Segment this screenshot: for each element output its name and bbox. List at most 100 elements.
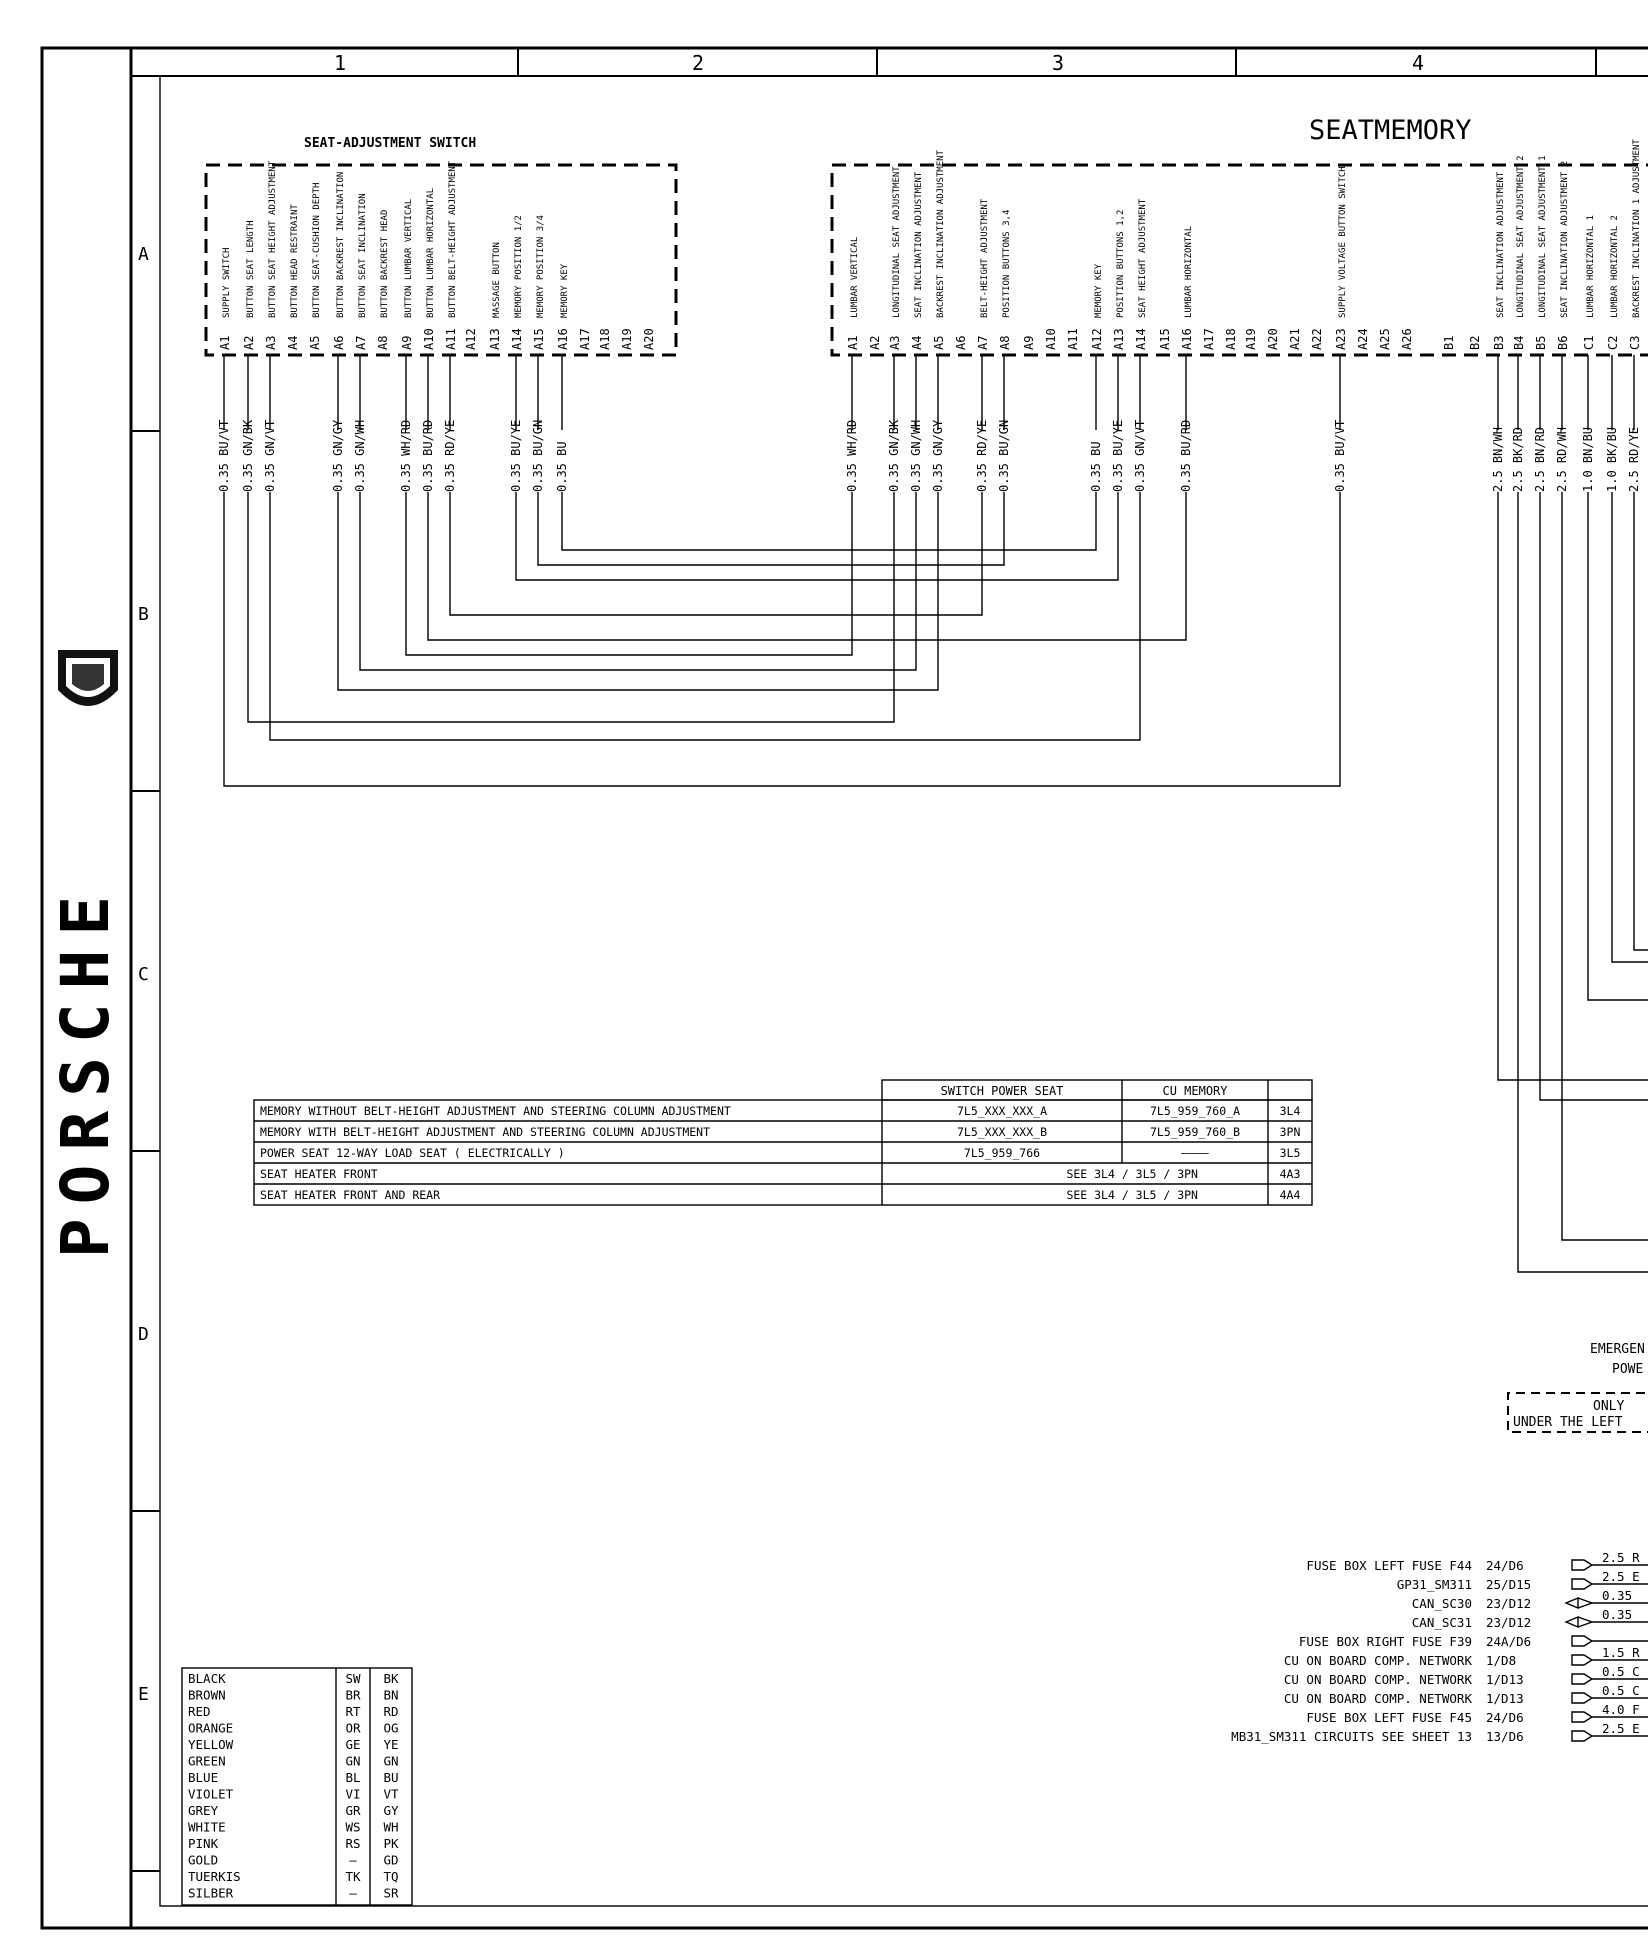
switch-pin-id: A2 — [242, 336, 256, 350]
switch-wire-label: 0.35 GN/VT — [263, 420, 277, 492]
connector-arrow-icon — [1571, 1692, 1594, 1704]
interconnect-wire — [337, 492, 939, 691]
table-header: CU MEMORY — [1162, 1084, 1228, 1098]
interconnect-wire — [561, 492, 1097, 551]
table-cell-ref: 3L5 — [1280, 1146, 1301, 1160]
memory-pin-label: SEAT INCLINATION ADJUSTMENT — [1496, 171, 1506, 318]
memory-wire-label: 1.0 BK/BU — [1605, 427, 1619, 492]
switch-pin-label: BUTTON LUMBAR HORIZONTAL — [426, 188, 436, 318]
switch-wire-label: 0.35 BU/VT — [217, 420, 231, 492]
memory-pin-id: B2 — [1468, 336, 1482, 350]
connection-ref: 13/D6 — [1486, 1729, 1524, 1744]
table-cell-cu: 7L5_959_760_B — [1150, 1125, 1240, 1139]
memory-block-outline — [830, 163, 1648, 357]
memory-wire-label: 0.35 GN/WH — [909, 420, 923, 492]
switch-wire-label: 0.35 BU — [555, 441, 569, 492]
connection-label: CU ON BOARD COMP. NETWORK — [1284, 1691, 1473, 1706]
table-cell-switch: SEE 3L4 / 3L5 / 3PN — [1066, 1167, 1198, 1181]
table-cell-ref: 3L4 — [1280, 1104, 1301, 1118]
interconnect-wire — [515, 492, 1119, 581]
connection-ref: 1/D8 — [1486, 1653, 1516, 1668]
memory-pin-id: A23 — [1334, 328, 1348, 350]
interconnect-wire — [359, 492, 917, 671]
table-header: SWITCH POWER SEAT — [941, 1084, 1064, 1098]
table-cell-cu: ———— — [1181, 1146, 1209, 1160]
memory-pin-id: A16 — [1180, 328, 1194, 350]
connection-label: FUSE BOX RIGHT FUSE F39 — [1299, 1634, 1472, 1649]
memory-pin-id: B5 — [1534, 336, 1548, 350]
switch-pin-id: A12 — [464, 328, 478, 350]
power-wire — [1561, 492, 1648, 1241]
connection-wire-label: 0.35 — [1602, 1588, 1632, 1603]
legend-color-name: YELLOW — [188, 1737, 234, 1752]
memory-pin-id: B3 — [1492, 336, 1506, 350]
memory-wire-label: 2.5 BN/RD — [1533, 427, 1547, 492]
legend-code-en: BK — [383, 1671, 399, 1686]
legend-color-name: GREY — [188, 1803, 219, 1818]
legend-code-de: VI — [345, 1787, 360, 1802]
legend-code-en: PK — [383, 1836, 399, 1851]
connection-label: GP31_SM311 — [1397, 1577, 1472, 1592]
interconnect-wire — [427, 492, 1187, 641]
connection-ref: 23/D12 — [1486, 1596, 1531, 1611]
legend-color-name: GOLD — [188, 1853, 218, 1868]
memory-pin-label: SEAT INCLINATION ADJUSTMENT 2 — [1560, 161, 1570, 318]
legend-code-en: BU — [383, 1770, 398, 1785]
table-cell-ref: 3PN — [1280, 1125, 1301, 1139]
switch-pin-label: BUTTON SEAT-CUSHION DEPTH — [312, 183, 322, 318]
memory-wire-label: 2.5 RD/WH — [1555, 427, 1569, 492]
legend-code-en: GY — [383, 1803, 399, 1818]
sheet-frame — [40, 46, 1648, 1930]
switch-pin-id: A14 — [510, 328, 524, 350]
legend-code-en: RD — [383, 1704, 398, 1719]
memory-pin-label: POSITION BUTTONS 1,2 — [1116, 210, 1126, 318]
legend-code-en: GD — [383, 1853, 398, 1868]
memory-wire-label: 0.35 BU/RD — [1179, 420, 1193, 492]
memory-pin-id: A4 — [910, 336, 924, 350]
switch-pin-id: A9 — [400, 336, 414, 350]
memory-wire-label: 0.35 GN/VT — [1133, 420, 1147, 492]
legend-code-de: BL — [345, 1770, 360, 1785]
connection-ref: 1/D13 — [1486, 1691, 1524, 1706]
legend-color-name: WHITE — [188, 1820, 226, 1835]
connection-wire-label: 0.35 — [1602, 1607, 1632, 1622]
switch-pin-id: A15 — [532, 328, 546, 350]
switch-block-title: SEAT-ADJUSTMENT SWITCH — [304, 136, 476, 151]
connection-wire-label: 2.5 E — [1602, 1721, 1640, 1736]
legend-code-de: TK — [345, 1869, 361, 1884]
connection-ref: 23/D12 — [1486, 1615, 1531, 1630]
memory-wire-label: 0.35 BU/GN — [997, 420, 1011, 492]
switch-pin-id: A19 — [620, 328, 634, 350]
interconnect-wire — [269, 492, 1141, 741]
table-cell-desc: SEAT HEATER FRONT AND REAR — [260, 1188, 440, 1202]
legend-code-en: WH — [383, 1820, 398, 1835]
legend-color-name: BROWN — [188, 1688, 226, 1703]
memory-pin-id: A20 — [1266, 328, 1280, 350]
memory-pin-label: LUMBAR HORIZONTAL — [1184, 226, 1194, 318]
memory-pin-label: POSITION BUTTONS 3,4 — [1002, 210, 1012, 318]
table-cell-switch: 7L5_XXX_XXX_B — [957, 1125, 1047, 1139]
memory-pin-id: B1 — [1442, 336, 1456, 350]
memory-pin-id: A9 — [1022, 336, 1036, 350]
connection-wire-label: 4.0 F — [1602, 1702, 1640, 1717]
memory-wire-label: 0.35 GN/BK — [887, 419, 901, 492]
row-label: B — [138, 604, 149, 625]
legend-code-en: OG — [383, 1721, 398, 1736]
connector-arrow-icon — [1571, 1654, 1594, 1666]
legend-code-de: SW — [345, 1671, 361, 1686]
interconnect-wire — [405, 492, 853, 656]
legend-code-en: TQ — [383, 1869, 398, 1884]
memory-pin-label: LONGITUDINAL SEAT ADJUSTMENT — [892, 166, 902, 318]
switch-pin-id: A6 — [332, 336, 346, 350]
legend-code-de: GN — [345, 1754, 360, 1769]
legend-code-en: GN — [383, 1754, 398, 1769]
connection-label: MB31_SM311 CIRCUITS SEE SHEET 13 — [1231, 1729, 1472, 1744]
connection-label: FUSE BOX LEFT FUSE F44 — [1306, 1558, 1472, 1573]
switch-wire-label: 0.35 GN/BK — [241, 419, 255, 492]
connection-wire-label: 2.5 E — [1602, 1569, 1640, 1584]
legend-code-de: RT — [345, 1704, 361, 1719]
memory-pin-id: A22 — [1310, 328, 1324, 350]
